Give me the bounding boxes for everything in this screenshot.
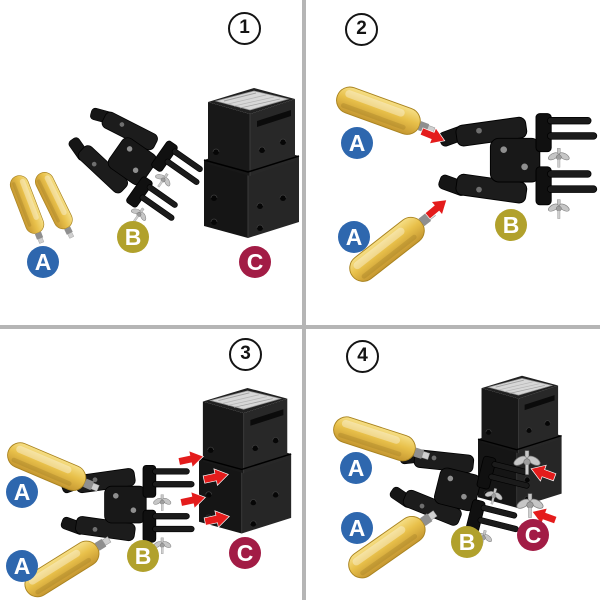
mold-block-illustration — [199, 388, 291, 534]
part-label-b: B — [127, 540, 159, 572]
part-label-c: C — [517, 519, 549, 551]
step-3-number-badge: 3 — [229, 338, 262, 371]
part-label-b: B — [451, 526, 483, 558]
part-label-b: B — [117, 221, 149, 253]
part-label-c: C — [229, 537, 261, 569]
part-label-a: A — [27, 246, 59, 278]
quadrant-divider-vertical — [302, 0, 306, 600]
step-2-number-badge: 2 — [345, 13, 378, 46]
step-1-illustration — [7, 88, 299, 247]
part-label-a: A — [338, 221, 370, 253]
step-2-illustration — [332, 82, 597, 288]
part-label-b: B — [495, 209, 527, 241]
part-label-a: A — [6, 550, 38, 582]
clamp-head-illustration — [437, 114, 596, 219]
step-1-number-badge: 1 — [228, 12, 261, 45]
part-label-a: A — [341, 512, 373, 544]
part-label-a: A — [6, 476, 38, 508]
quadrant-divider-horizontal — [0, 325, 600, 329]
part-label-a: A — [341, 127, 373, 159]
mold-block-illustration — [204, 88, 299, 238]
step-4-number-badge: 4 — [346, 340, 379, 373]
part-label-c: C — [239, 246, 271, 278]
part-label-a: A — [340, 452, 372, 484]
mold-block-illustration — [478, 376, 562, 508]
clamp-head-illustration — [53, 93, 210, 239]
